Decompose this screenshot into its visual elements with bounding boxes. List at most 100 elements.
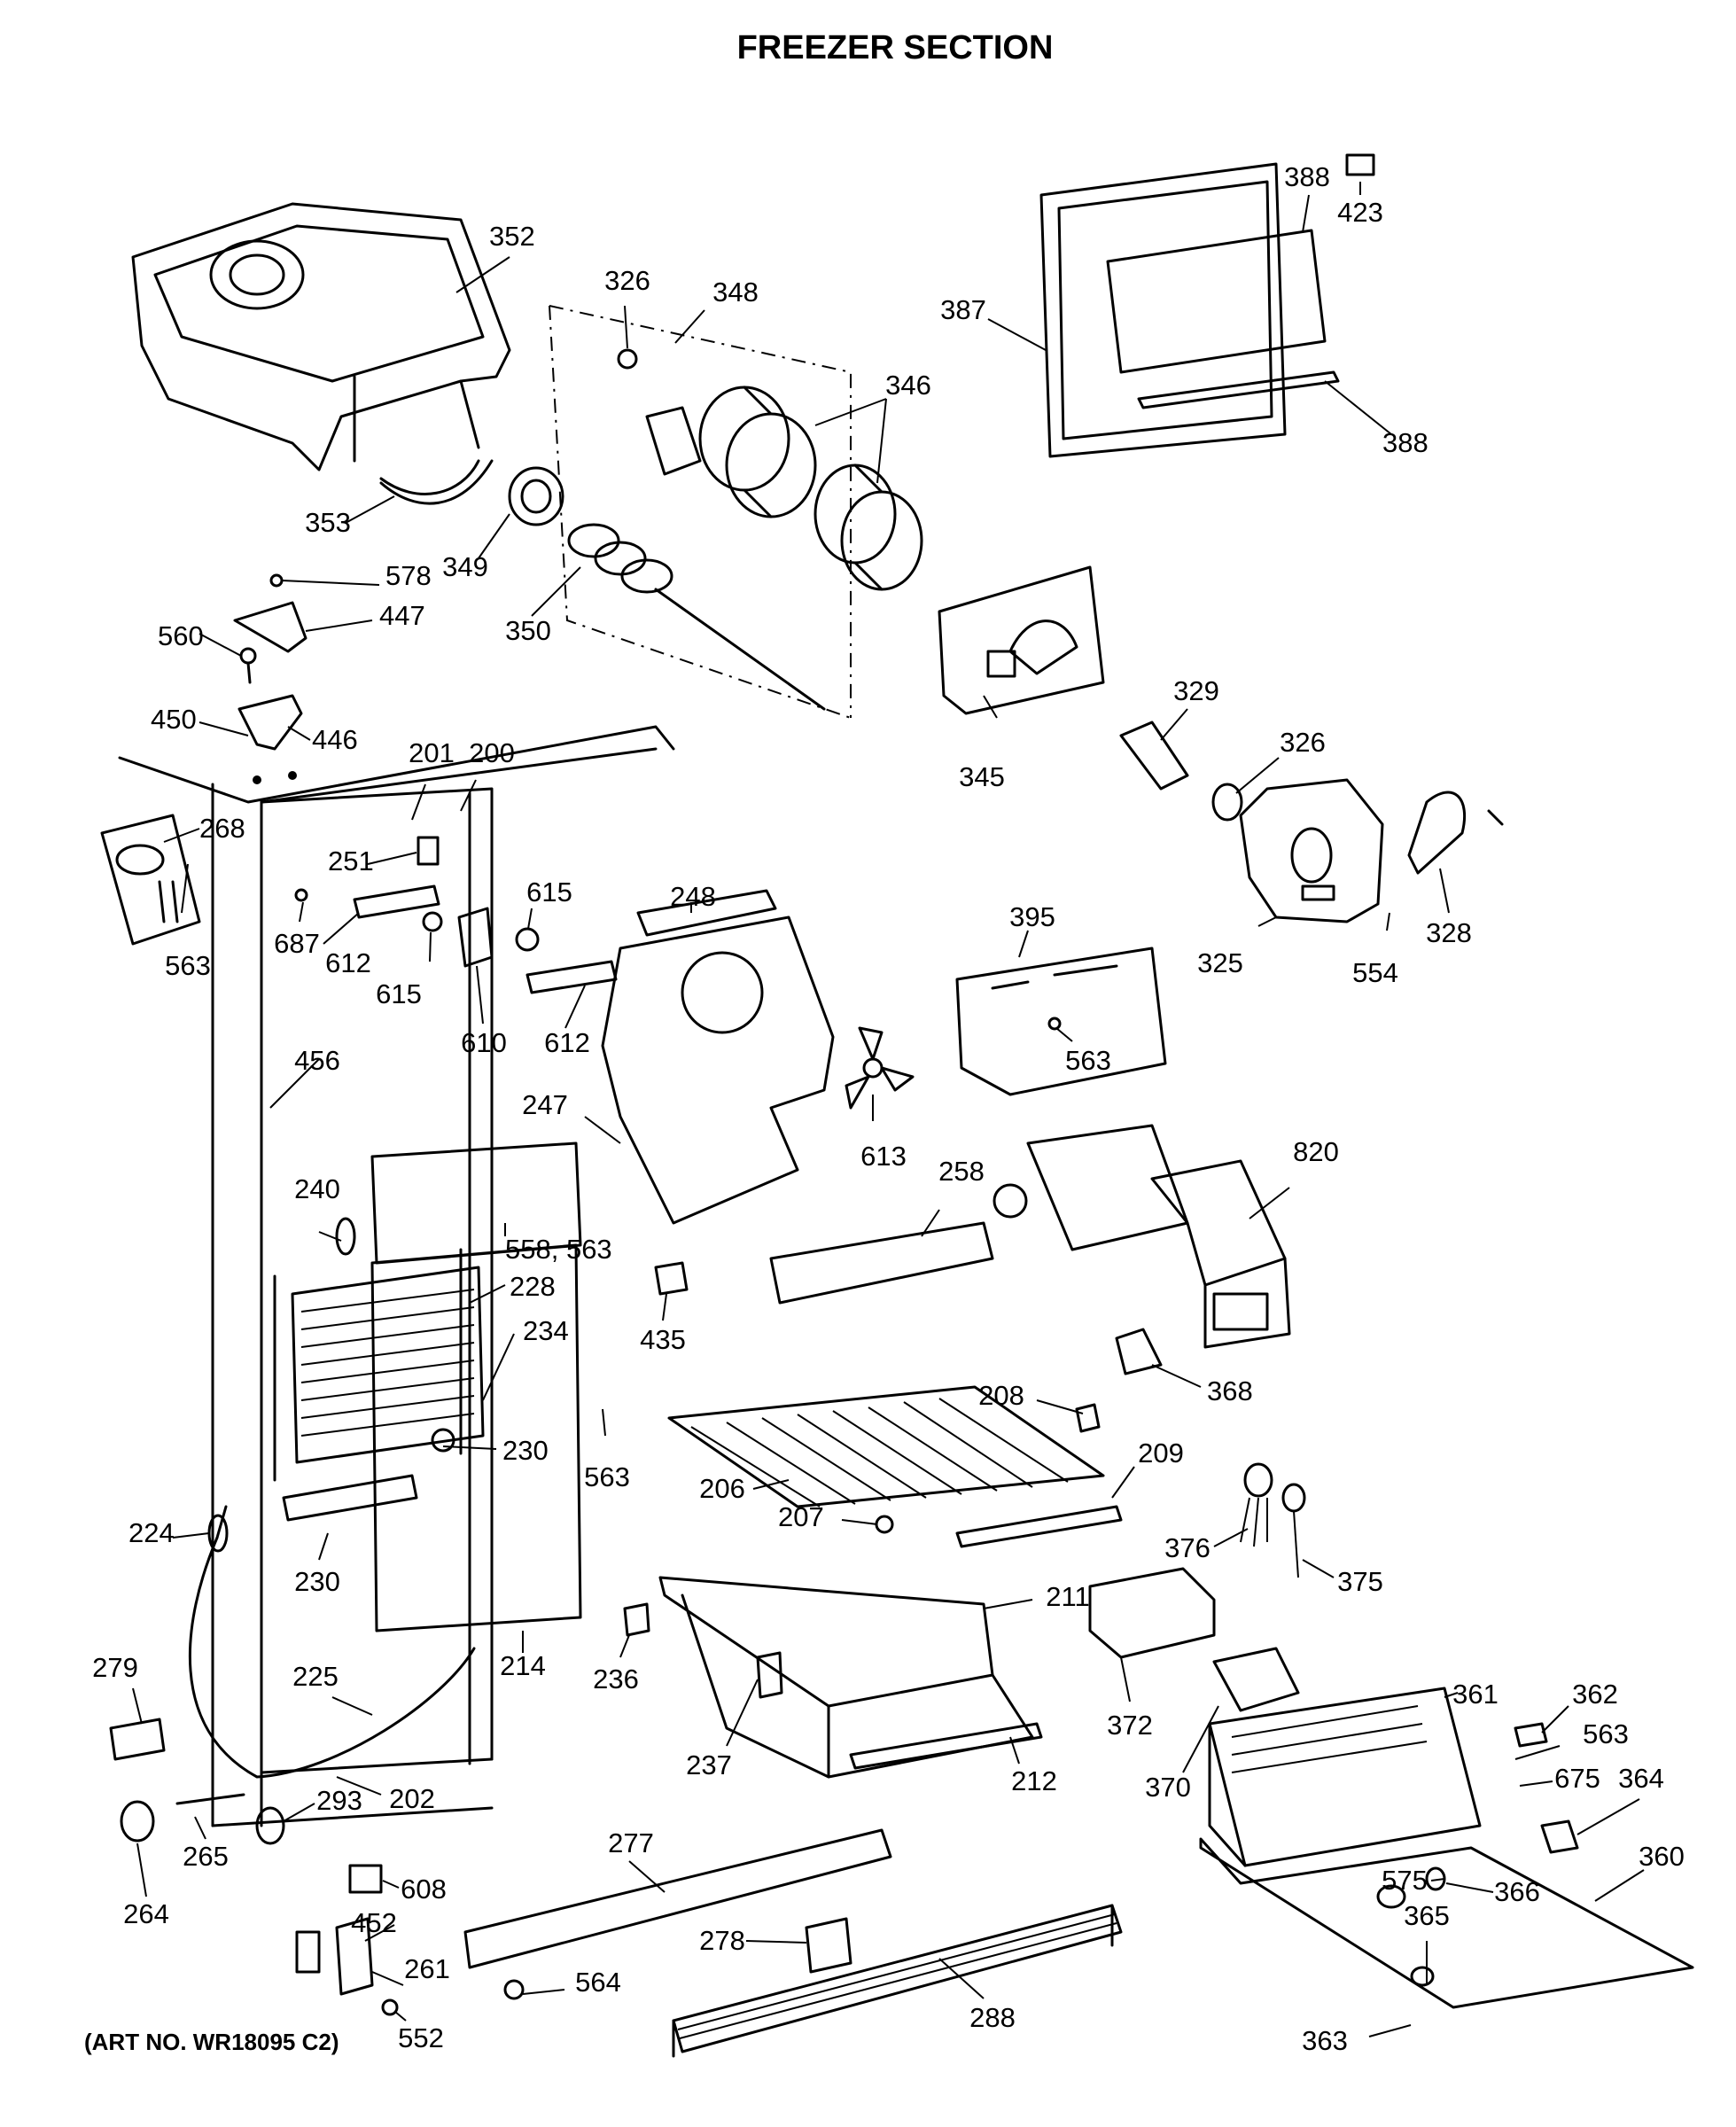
callout-560: 560 — [158, 620, 204, 651]
callout-328: 328 — [1426, 917, 1472, 948]
callout-452: 452 — [351, 1907, 397, 1938]
callout-214: 214 — [500, 1650, 546, 1681]
callout-366: 366 — [1494, 1876, 1540, 1907]
callout-346: 346 — [885, 370, 931, 401]
clip-drawing-435 — [654, 1261, 689, 1296]
callout-225: 225 — [292, 1661, 339, 1692]
callout-564: 564 — [575, 1967, 621, 1998]
callout-423: 423 — [1337, 197, 1383, 228]
fan-blade-drawing — [845, 1026, 915, 1110]
callout-207: 207 — [778, 1501, 824, 1532]
callout-200: 200 — [469, 737, 515, 768]
motor-clip-drawing — [1407, 791, 1467, 875]
callout-228: 228 — [510, 1271, 556, 1302]
callout-209: 209 — [1138, 1437, 1184, 1469]
callout-687: 687 — [274, 928, 320, 959]
light-socket-drawing — [100, 814, 201, 946]
freezer-basket-drawing — [623, 1576, 1043, 1779]
callout-364: 364 — [1618, 1763, 1664, 1794]
callout-613: 613 — [860, 1141, 907, 1172]
callout-558-563: 558, 563 — [505, 1234, 612, 1265]
callout-388-bottom: 388 — [1382, 427, 1429, 458]
callout-368: 368 — [1207, 1375, 1253, 1406]
callout-230-right: 230 — [502, 1435, 549, 1466]
callout-447: 447 — [379, 600, 425, 631]
callout-376: 376 — [1164, 1532, 1211, 1563]
callout-261: 261 — [404, 1953, 450, 1984]
duct-drawing — [769, 1221, 994, 1305]
callout-612-right: 612 — [544, 1027, 590, 1058]
callout-234: 234 — [523, 1315, 569, 1346]
hinge-parts-drawing — [233, 573, 307, 751]
callout-349: 349 — [442, 551, 488, 582]
callout-348: 348 — [712, 277, 759, 308]
water-tube-drawing — [188, 1505, 476, 1779]
callout-456: 456 — [294, 1045, 340, 1076]
art-number: (ART NO. WR18095 C2) — [84, 2029, 339, 2055]
auger-motor-drawing — [1239, 778, 1384, 923]
callout-350: 350 — [505, 615, 551, 646]
callout-615-right: 615 — [526, 877, 572, 908]
callout-353: 353 — [305, 507, 351, 538]
callout-236: 236 — [593, 1663, 639, 1695]
callout-206: 206 — [699, 1473, 745, 1504]
coupler-drawing — [1119, 721, 1243, 822]
crusher-blades-drawing — [617, 348, 923, 591]
callout-610: 610 — [461, 1027, 507, 1058]
fan-shroud-drawing — [601, 889, 835, 1225]
callout-820: 820 — [1293, 1136, 1339, 1167]
callout-202: 202 — [389, 1783, 435, 1814]
evaporator-drawing — [273, 1141, 582, 1522]
callout-352: 352 — [489, 221, 535, 252]
callout-375: 375 — [1337, 1566, 1383, 1597]
chute-strip-drawing — [379, 459, 494, 505]
callout-362: 362 — [1572, 1679, 1618, 1710]
shelf-drawing — [667, 1385, 1123, 1548]
callout-361: 361 — [1452, 1679, 1499, 1710]
callout-612-left: 612 — [325, 947, 371, 978]
electrical-parts-drawing — [1088, 1462, 1306, 1712]
rear-wall-panel-drawing — [370, 1243, 582, 1632]
screw-drawing-a — [1487, 809, 1504, 826]
callout-224: 224 — [128, 1517, 175, 1548]
ice-maker-drawing — [993, 1124, 1291, 1349]
dispenser-door-drawing — [1039, 153, 1375, 458]
diagram-title: FREEZER SECTION — [737, 29, 1054, 66]
callout-247: 247 — [522, 1089, 568, 1120]
callout-251: 251 — [328, 845, 374, 877]
callout-370: 370 — [1145, 1772, 1191, 1803]
callout-265: 265 — [183, 1841, 229, 1872]
leader-lines — [132, 182, 1645, 2037]
callout-240: 240 — [294, 1173, 340, 1204]
callout-615-left: 615 — [376, 978, 422, 1009]
callout-248: 248 — [670, 881, 716, 912]
callout-278: 278 — [699, 1925, 745, 1956]
callout-293: 293 — [316, 1785, 362, 1816]
evaporator-cover-drawing — [955, 947, 1167, 1096]
callout-212: 212 — [1011, 1765, 1057, 1796]
callout-563-light: 563 — [165, 950, 211, 981]
callout-325: 325 — [1197, 947, 1243, 978]
callout-264: 264 — [123, 1898, 169, 1929]
callout-446: 446 — [312, 724, 358, 755]
ice-bucket-drawing — [131, 202, 511, 495]
auger-assembly-drawing — [508, 305, 852, 719]
callout-554: 554 — [1352, 957, 1398, 988]
callout-552: 552 — [398, 2022, 444, 2053]
callout-563-cover: 563 — [1065, 1045, 1111, 1076]
callout-675: 675 — [1554, 1763, 1600, 1794]
callout-388-top: 388 — [1284, 161, 1330, 192]
callout-387: 387 — [940, 294, 986, 325]
ice-maker-bracket-drawing — [1115, 1328, 1163, 1375]
callout-395: 395 — [1009, 901, 1055, 932]
callout-258: 258 — [938, 1156, 985, 1187]
callout-372: 372 — [1107, 1710, 1153, 1741]
callout-563-wall: 563 — [584, 1461, 630, 1492]
callout-326-motor: 326 — [1280, 727, 1326, 758]
cabinet-liner-drawing — [118, 725, 675, 1827]
base-grille-drawing — [672, 1904, 1123, 2058]
hinge-hardware-drawing — [295, 1864, 399, 2016]
callout-329: 329 — [1173, 675, 1219, 706]
callout-230-left: 230 — [294, 1566, 340, 1597]
